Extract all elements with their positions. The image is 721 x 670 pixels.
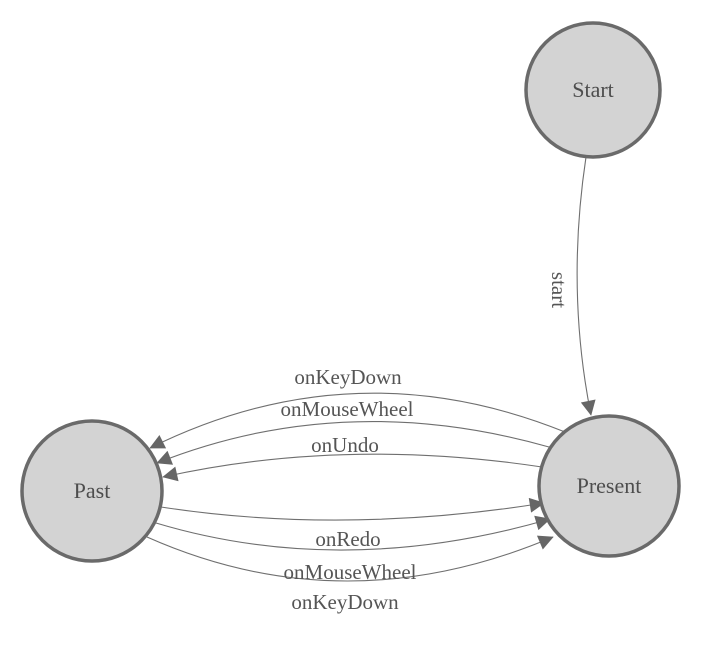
edge-label-onkeydown-top: onKeyDown	[294, 365, 402, 389]
node-start[interactable]	[524, 21, 662, 159]
node-label-past: Past	[74, 478, 111, 503]
edge-present-to-past-onkeydown	[149, 392, 566, 449]
node-present[interactable]	[537, 414, 681, 558]
node-past[interactable]	[20, 419, 164, 563]
edge-past-to-present-onmousewheel	[155, 515, 551, 551]
edge-label-start: start	[547, 272, 571, 308]
edge-label-onkeydown-bottom: onKeyDown	[291, 590, 399, 614]
edge-present-to-past-onmousewheel	[156, 420, 550, 465]
edge-start-to-present	[576, 156, 596, 416]
edge-label-onmousewheel-top: onMouseWheel	[281, 397, 414, 421]
edge-past-to-present-onkeydown	[146, 535, 554, 582]
node-label-start: Start	[572, 77, 614, 102]
node-label-present: Present	[577, 473, 642, 498]
edge-label-onmousewheel-bottom: onMouseWheel	[284, 560, 417, 584]
edge-label-onredo: onRedo	[315, 527, 380, 551]
edge-present-to-past-onundo	[162, 453, 543, 482]
edge-label-onundo: onUndo	[311, 433, 379, 457]
edge-past-to-present-onredo	[160, 497, 545, 521]
